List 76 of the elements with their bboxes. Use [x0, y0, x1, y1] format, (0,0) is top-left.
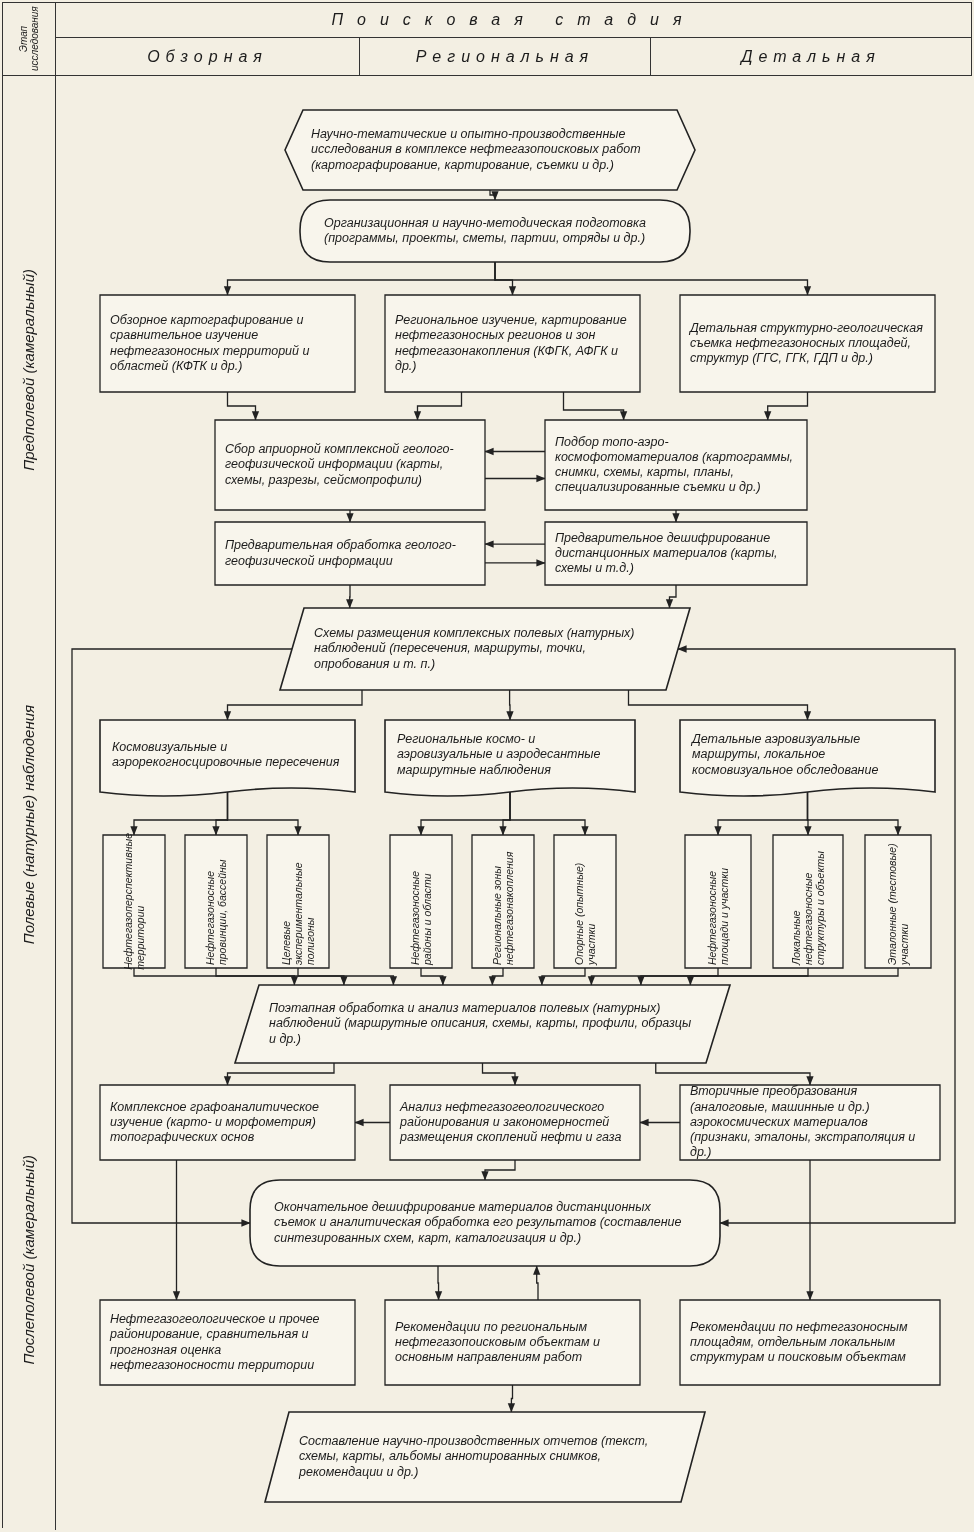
process-box: Локальные нефтегазоносные структуры и объекты — [773, 835, 843, 968]
arrow — [481, 1062, 519, 1086]
arrow — [587, 967, 719, 986]
header-cell: Детальная — [650, 37, 972, 76]
arrow — [71, 648, 293, 1227]
stage-label: Послеполевой (камеральный) — [19, 1155, 37, 1365]
parallelogram-box: Составление научно-производственных отчетов (текст, схемы, карты, альбомы аннотированных снимков, рекомендации и др.) — [265, 1412, 705, 1502]
arrow — [215, 967, 348, 986]
arrow — [533, 1265, 541, 1301]
process-box: Нефтегазоносные районы и области — [390, 835, 452, 968]
process-box: Обзорное картографирование и сравнительное изучение нефтегазоносных территорий и областей (КФТК и др.) — [100, 295, 355, 392]
arrow — [764, 391, 809, 421]
parallelogram-box: Схемы размещения комплексных полевых (натурных) наблюдений (пересечения, маршруты, точки, опробования и т. п.) — [280, 608, 690, 690]
process-box: Рекомендации по нефтегазоносным площадям, отдельным локальным структурам и поисковым объектам — [680, 1300, 940, 1385]
process-box: Рекомендации по региональным нефтегазопоисковым объектам и основным направлениям работ — [385, 1300, 640, 1385]
arrow — [488, 967, 504, 986]
process-box: Нефтегазогеологическое и прочее районирование, сравнительная и прогнозная оценка нефтегазоносности территории — [100, 1300, 355, 1385]
process-box: Вторичные преобразования (аналоговые, машинные и др.) аэрокосмических материалов (признаки, эталоны, экстраполяция и др.) — [680, 1085, 940, 1160]
arrow — [672, 509, 680, 523]
arrow — [655, 1062, 814, 1086]
arrow — [223, 689, 363, 721]
arrow — [481, 1159, 516, 1181]
arrow — [420, 967, 447, 986]
arrow — [806, 791, 902, 836]
arrow — [434, 1265, 443, 1301]
process-box: Анализ нефтегазогеологического районирования и закономерностей размещения скоплений нефти и газа — [390, 1085, 640, 1160]
arrow — [484, 559, 546, 567]
document-box: Детальные аэровизуальные маршруты, локальное космовизуальное обследование — [680, 720, 935, 800]
process-box: Сбор априорной комплексной геолого-геофизической информации (карты, схемы, разрезы, сейсмопрофили) — [215, 420, 485, 510]
hexagon-box: Научно-тематические и опытно-производственные исследования в комплексе нефтегазопоисковых работ (картографирование, картирование, съемки и др.) — [285, 110, 695, 190]
process-box: Комплексное графоаналитическое изучение (карто- и морфометрия) топографических основ — [100, 1085, 355, 1160]
arrow — [346, 509, 354, 523]
document-box: Региональные космо- и аэровизуальные и аэродесантные маршрутные наблюдения — [385, 720, 635, 800]
arrow — [346, 584, 354, 609]
document-box: Космовизуальные и аэрорекогносцировочные пересечения — [100, 720, 355, 800]
process-box: Нефтегазоносные провинции, бассейны — [185, 835, 247, 968]
arrow — [637, 967, 809, 986]
process-box: Предварительная обработка геолого-геофизической информации — [215, 522, 485, 585]
arrow — [509, 791, 589, 836]
arrow — [354, 1118, 391, 1127]
process-box: Опорные (опытные) участки — [554, 835, 616, 968]
process-box: Детальная структурно-геологическая съемка нефтегазоносных площадей, структур (ГГС, ГГК, ГДП и др.) — [680, 295, 935, 392]
arrow — [665, 584, 677, 609]
arrow — [484, 540, 546, 548]
arrow — [484, 474, 546, 483]
parallelogram-box: Поэтапная обработка и анализ материалов полевых (натурных) наблюдений (маршрутные описания, схемы, карты, профили, образцы и др.) — [235, 985, 730, 1063]
arrow — [494, 261, 812, 296]
arrow — [489, 189, 499, 201]
rounded-box: Окончательное дешифрирование материалов дистанционных съемок и аналитическая обработка его результатов (составление синтезированных схем, карт, каталогизация и др.) — [250, 1180, 720, 1266]
rounded-box: Организационная и научно-методическая подготовка (программы, проекты, сметы, партии, отряды и др.) — [300, 200, 690, 262]
process-box: Региональные зоны нефтегазонакопления — [472, 835, 534, 968]
process-box: Нефтегазоносные площади и участки — [685, 835, 751, 968]
arrow — [538, 967, 586, 986]
arrow — [686, 967, 899, 986]
process-box: Эталонные (тестовые) участки — [865, 835, 931, 968]
arrow — [413, 391, 463, 421]
arrow — [627, 689, 812, 721]
arrow — [677, 645, 956, 1227]
arrow — [133, 967, 299, 986]
process-box: Целевые экспериментальные полигоны — [267, 835, 329, 968]
process-box: Предварительное дешифрирование дистанционных материалов (карты, схемы и т.д.) — [545, 522, 807, 585]
arrow — [806, 1159, 814, 1301]
arrow — [223, 1062, 335, 1086]
process-box: Подбор топо-аэро-космофотоматериалов (картограммы, снимки, схемы, карты, планы, специализированные съемки и др.) — [545, 420, 807, 510]
arrow — [297, 967, 398, 986]
stage-label: Предполевой (камеральный) — [19, 269, 37, 471]
arrow — [562, 391, 628, 421]
arrow — [507, 1384, 516, 1413]
process-box: Региональное изучение, картирование нефтегазоносных регионов и зон нефтегазонакопления (КФГК, АФГК и др.) — [385, 295, 640, 392]
arrow — [172, 1159, 181, 1301]
stage-label: Полевые (натурные) наблюдения — [19, 705, 37, 945]
arrow — [226, 391, 260, 421]
arrow — [639, 1118, 681, 1127]
arrow — [226, 791, 302, 836]
arrow — [506, 689, 514, 721]
arrow — [484, 447, 546, 456]
